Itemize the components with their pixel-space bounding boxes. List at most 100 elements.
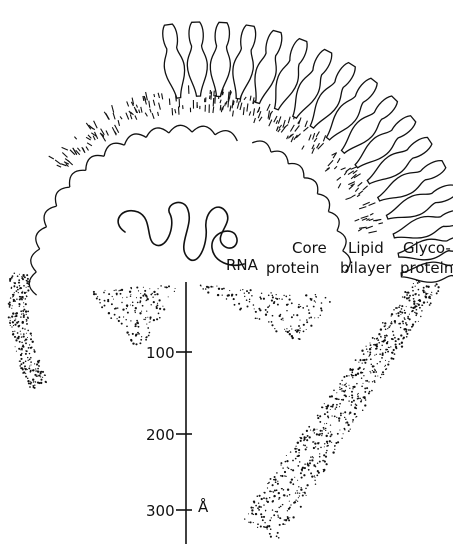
stipple-dot [212, 286, 213, 287]
lipid-stroke [172, 108, 173, 115]
stipple-dot [402, 320, 404, 322]
stipple-dot [140, 339, 142, 341]
stipple-dot [38, 365, 40, 367]
stipple-dot [334, 408, 336, 410]
stipple-dot [207, 286, 209, 288]
stipple-dot [413, 283, 414, 284]
stipple-dot [14, 331, 15, 332]
stipple-dot [285, 461, 287, 463]
stipple-dot [314, 464, 315, 465]
stipple-dot [12, 294, 13, 295]
stipple-dot [24, 292, 26, 294]
stipple-dot [15, 319, 16, 320]
stipple-dot [326, 464, 327, 465]
stipple-dot [34, 385, 35, 386]
stipple-dot [284, 524, 285, 525]
stipple-dot [216, 286, 217, 287]
stipple-dot [22, 291, 23, 292]
stipple-dot [134, 310, 136, 312]
stipple-dot [290, 326, 291, 327]
stipple-dot [358, 362, 359, 363]
stipple-dot [414, 307, 416, 309]
stipple-dot [393, 334, 395, 336]
left-stipple-band [8, 273, 47, 389]
glycoprotein-spike [208, 22, 233, 97]
stipple-dot [315, 294, 316, 295]
stipple-dot [34, 363, 35, 364]
stipple-dot [287, 495, 289, 497]
stipple-dot [14, 285, 16, 287]
stipple-dot [403, 337, 405, 339]
stipple-dot [18, 292, 19, 293]
stipple-dot [274, 476, 276, 478]
stipple-dot [22, 298, 23, 299]
stipple-dot [164, 286, 165, 287]
stipple-dot [280, 464, 281, 465]
stipple-dot [130, 287, 132, 289]
stipple-dot [404, 310, 405, 311]
stipple-dot [424, 295, 426, 297]
stipple-dot [344, 429, 345, 430]
stipple-dot [298, 304, 299, 305]
stipple-dot [13, 333, 15, 335]
stipple-dot [404, 291, 406, 293]
stipple-dot [13, 325, 14, 326]
stipple-dot [260, 506, 262, 508]
stipple-dot [364, 387, 366, 389]
stipple-dot [16, 312, 18, 314]
lipid-stroke [337, 177, 341, 180]
stipple-dot [263, 516, 265, 518]
stipple-dot [28, 347, 30, 349]
stipple-dot [23, 311, 24, 312]
stipple-dot [346, 383, 347, 384]
stipple-dot [14, 300, 16, 302]
stipple-dot [289, 333, 291, 335]
stipple-dot [263, 504, 264, 505]
stipple-dot [404, 319, 406, 321]
stipple-dot [270, 528, 272, 530]
stipple-dot [387, 349, 388, 350]
stipple-dot [427, 302, 428, 303]
stipple-dot [29, 344, 30, 345]
stipple-dot [273, 491, 275, 493]
stipple-dot [305, 488, 307, 490]
lipid-stroke [334, 166, 337, 169]
stipple-dot [356, 383, 358, 385]
stipple-dot [257, 507, 259, 509]
stipple-dot [301, 468, 303, 470]
stipple-dot [382, 354, 384, 356]
stipple-dot [325, 430, 326, 431]
stipple-dot [336, 404, 338, 406]
lipid-stroke [258, 111, 261, 118]
scale-bar [176, 282, 192, 544]
stipple-dot [397, 312, 399, 314]
stipple-dot [29, 386, 31, 388]
stipple-dot [253, 500, 255, 502]
stipple-dot [357, 394, 358, 395]
stipple-dot [153, 301, 155, 303]
lipid-stroke [223, 106, 224, 111]
lipid-stroke [316, 132, 319, 137]
stipple-dot [265, 309, 267, 311]
stipple-dot [269, 482, 270, 483]
stipple-dot [336, 392, 337, 393]
stipple-dot [408, 299, 410, 301]
stipple-dot [323, 454, 325, 456]
lipid-stroke [358, 229, 361, 231]
stipple-dot [257, 527, 258, 528]
stipple-dot [139, 312, 141, 314]
stipple-dot [24, 365, 26, 367]
stipple-dot [343, 413, 344, 414]
stipple-dot [310, 472, 312, 474]
stipple-dot [300, 437, 302, 439]
stipple-dot [135, 312, 136, 313]
stipple-dot [175, 288, 176, 289]
stipple-dot [29, 353, 30, 354]
stipple-dot [384, 335, 386, 337]
stipple-dot [156, 293, 158, 295]
stipple-dot [272, 509, 273, 510]
stipple-dot [231, 294, 233, 296]
stipple-dot [154, 294, 156, 296]
stipple-dot [274, 489, 276, 491]
stipple-dot [294, 448, 296, 450]
